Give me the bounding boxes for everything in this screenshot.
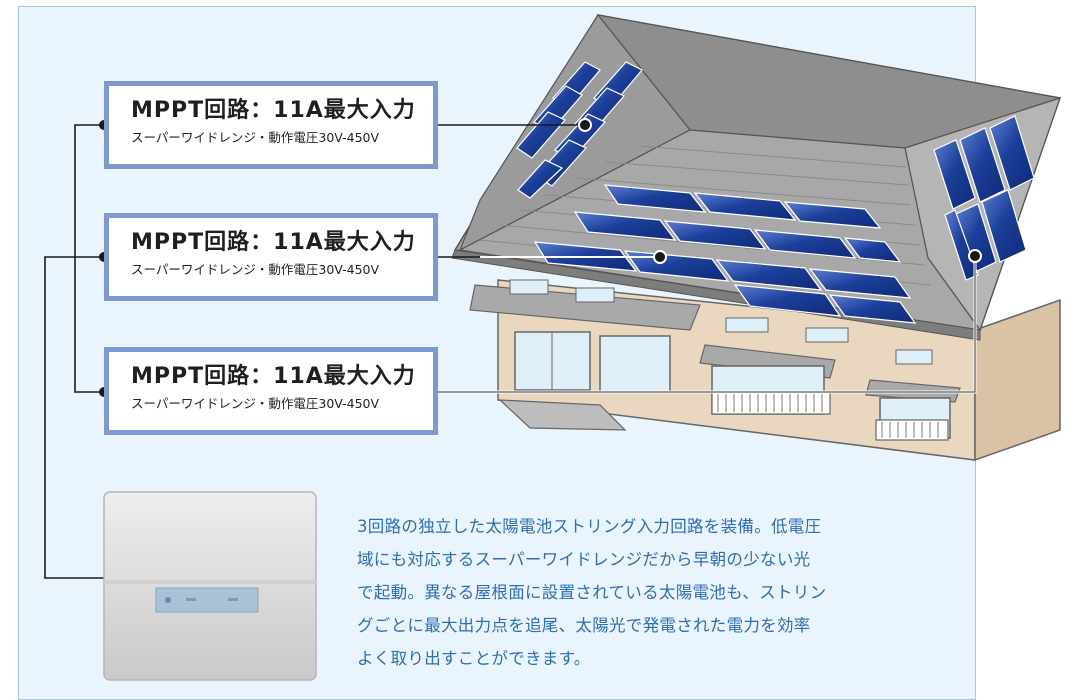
description-line: グごとに最大出力点を追尾、太陽光で発電された電力を効率 [357,616,811,635]
mppt-circuit-box-1: MPPT回路：11A最大入力 スーパーワイドレンジ・動作電圧30V-450V [104,81,438,169]
connector-bus-b [44,256,104,579]
solar-panel-group-right [933,115,1035,281]
house-wall-side [974,298,1061,462]
mppt-circuit-subtitle: スーパーワイドレンジ・動作電圧30V-450V [131,262,380,277]
mppt-circuit-subtitle: スーパーワイドレンジ・動作電圧30V-450V [131,396,380,411]
description-text: 3回路の独立した太陽電池ストリング入力回路を装備。低電圧 域にも対応するスーパー… [357,510,957,675]
house-balconies [711,391,949,441]
mppt-circuit-title: MPPT回路：11A最大入力 [131,364,416,389]
house-windows [509,279,951,439]
solar-panel-group-front [533,184,917,324]
mppt-circuit-box-2: MPPT回路：11A最大入力 スーパーワイドレンジ・動作電圧30V-450V [104,213,438,301]
description-line: 3回路の独立した太陽電池ストリング入力回路を装備。低電圧 [357,517,822,536]
mppt-circuit-subtitle: スーパーワイドレンジ・動作電圧30V-450V [131,130,380,145]
description-line: で起動。異なる屋根面に設置されている太陽電池も、ストリン [357,583,827,602]
connector-lines [44,124,977,579]
mppt-circuit-title: MPPT回路：11A最大入力 [131,230,416,255]
power-conditioner-icon [103,491,317,681]
house-illustration [451,13,1061,462]
description-line: よく取り出すことができます。 [357,649,591,668]
description-line: 域にも対応するスーパーワイドレンジだから早朝の少ない光 [357,550,811,569]
mppt-circuit-box-3: MPPT回路：11A最大入力 スーパーワイドレンジ・動作電圧30V-450V [104,347,438,435]
connector-bus-a [74,124,104,393]
mppt-circuit-title: MPPT回路：11A最大入力 [131,98,416,123]
